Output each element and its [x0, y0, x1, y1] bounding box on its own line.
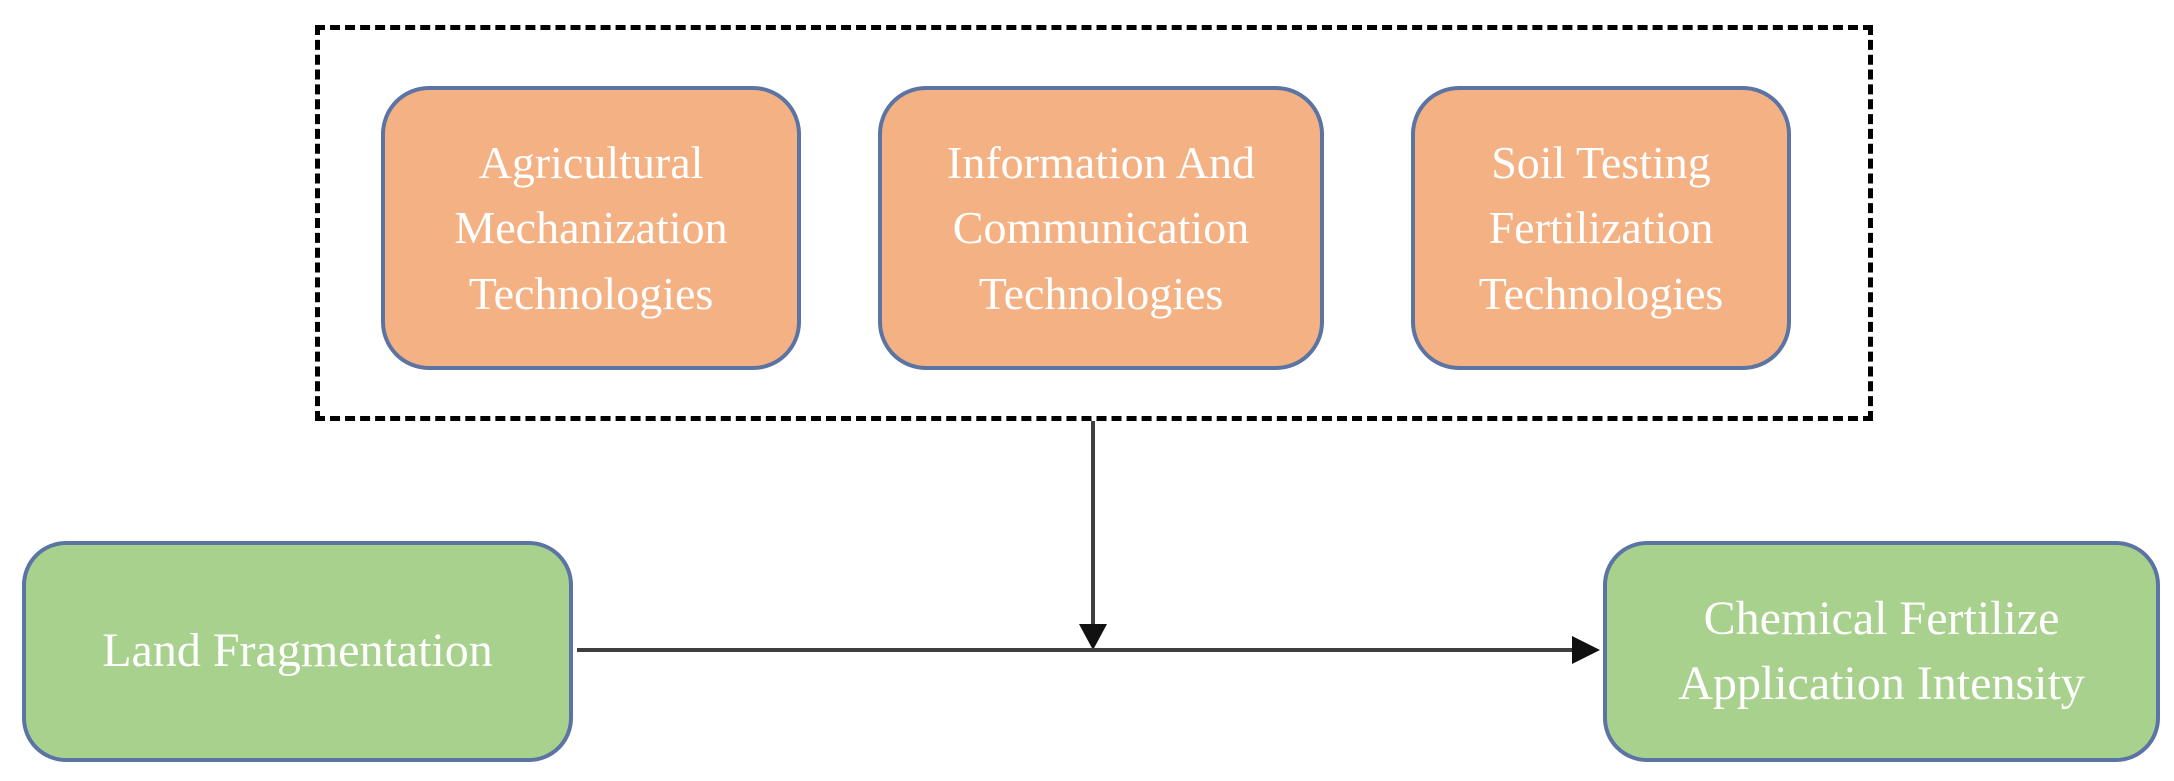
node-label: Soil Testing Fertilization Technologies: [1478, 137, 1724, 319]
node-label: Land Fragmentation: [102, 624, 493, 678]
arrowhead-down-icon: [1079, 624, 1107, 650]
node-label: Information And Communication Technologi…: [947, 137, 1255, 319]
arrowhead-right-icon: [1572, 636, 1600, 664]
node-soil-testing-fertilization: Soil Testing Fertilization Technologies: [1411, 86, 1791, 370]
arrow-horizontal-line: [577, 648, 1573, 652]
technology-group-dashed-box: [315, 25, 1873, 421]
node-land-fragmentation: Land Fragmentation: [22, 541, 573, 762]
node-agricultural-mechanization: Agricultural Mechanization Technologies: [381, 86, 801, 370]
node-chemical-fertilize-application-intensity: Chemical Fertilize Application Intensity: [1603, 541, 2160, 762]
arrow-vertical-line: [1091, 421, 1095, 626]
node-information-communication: Information And Communication Technologi…: [878, 86, 1324, 370]
node-label: Agricultural Mechanization Technologies: [454, 137, 728, 319]
node-label: Chemical Fertilize Application Intensity: [1678, 591, 2085, 710]
